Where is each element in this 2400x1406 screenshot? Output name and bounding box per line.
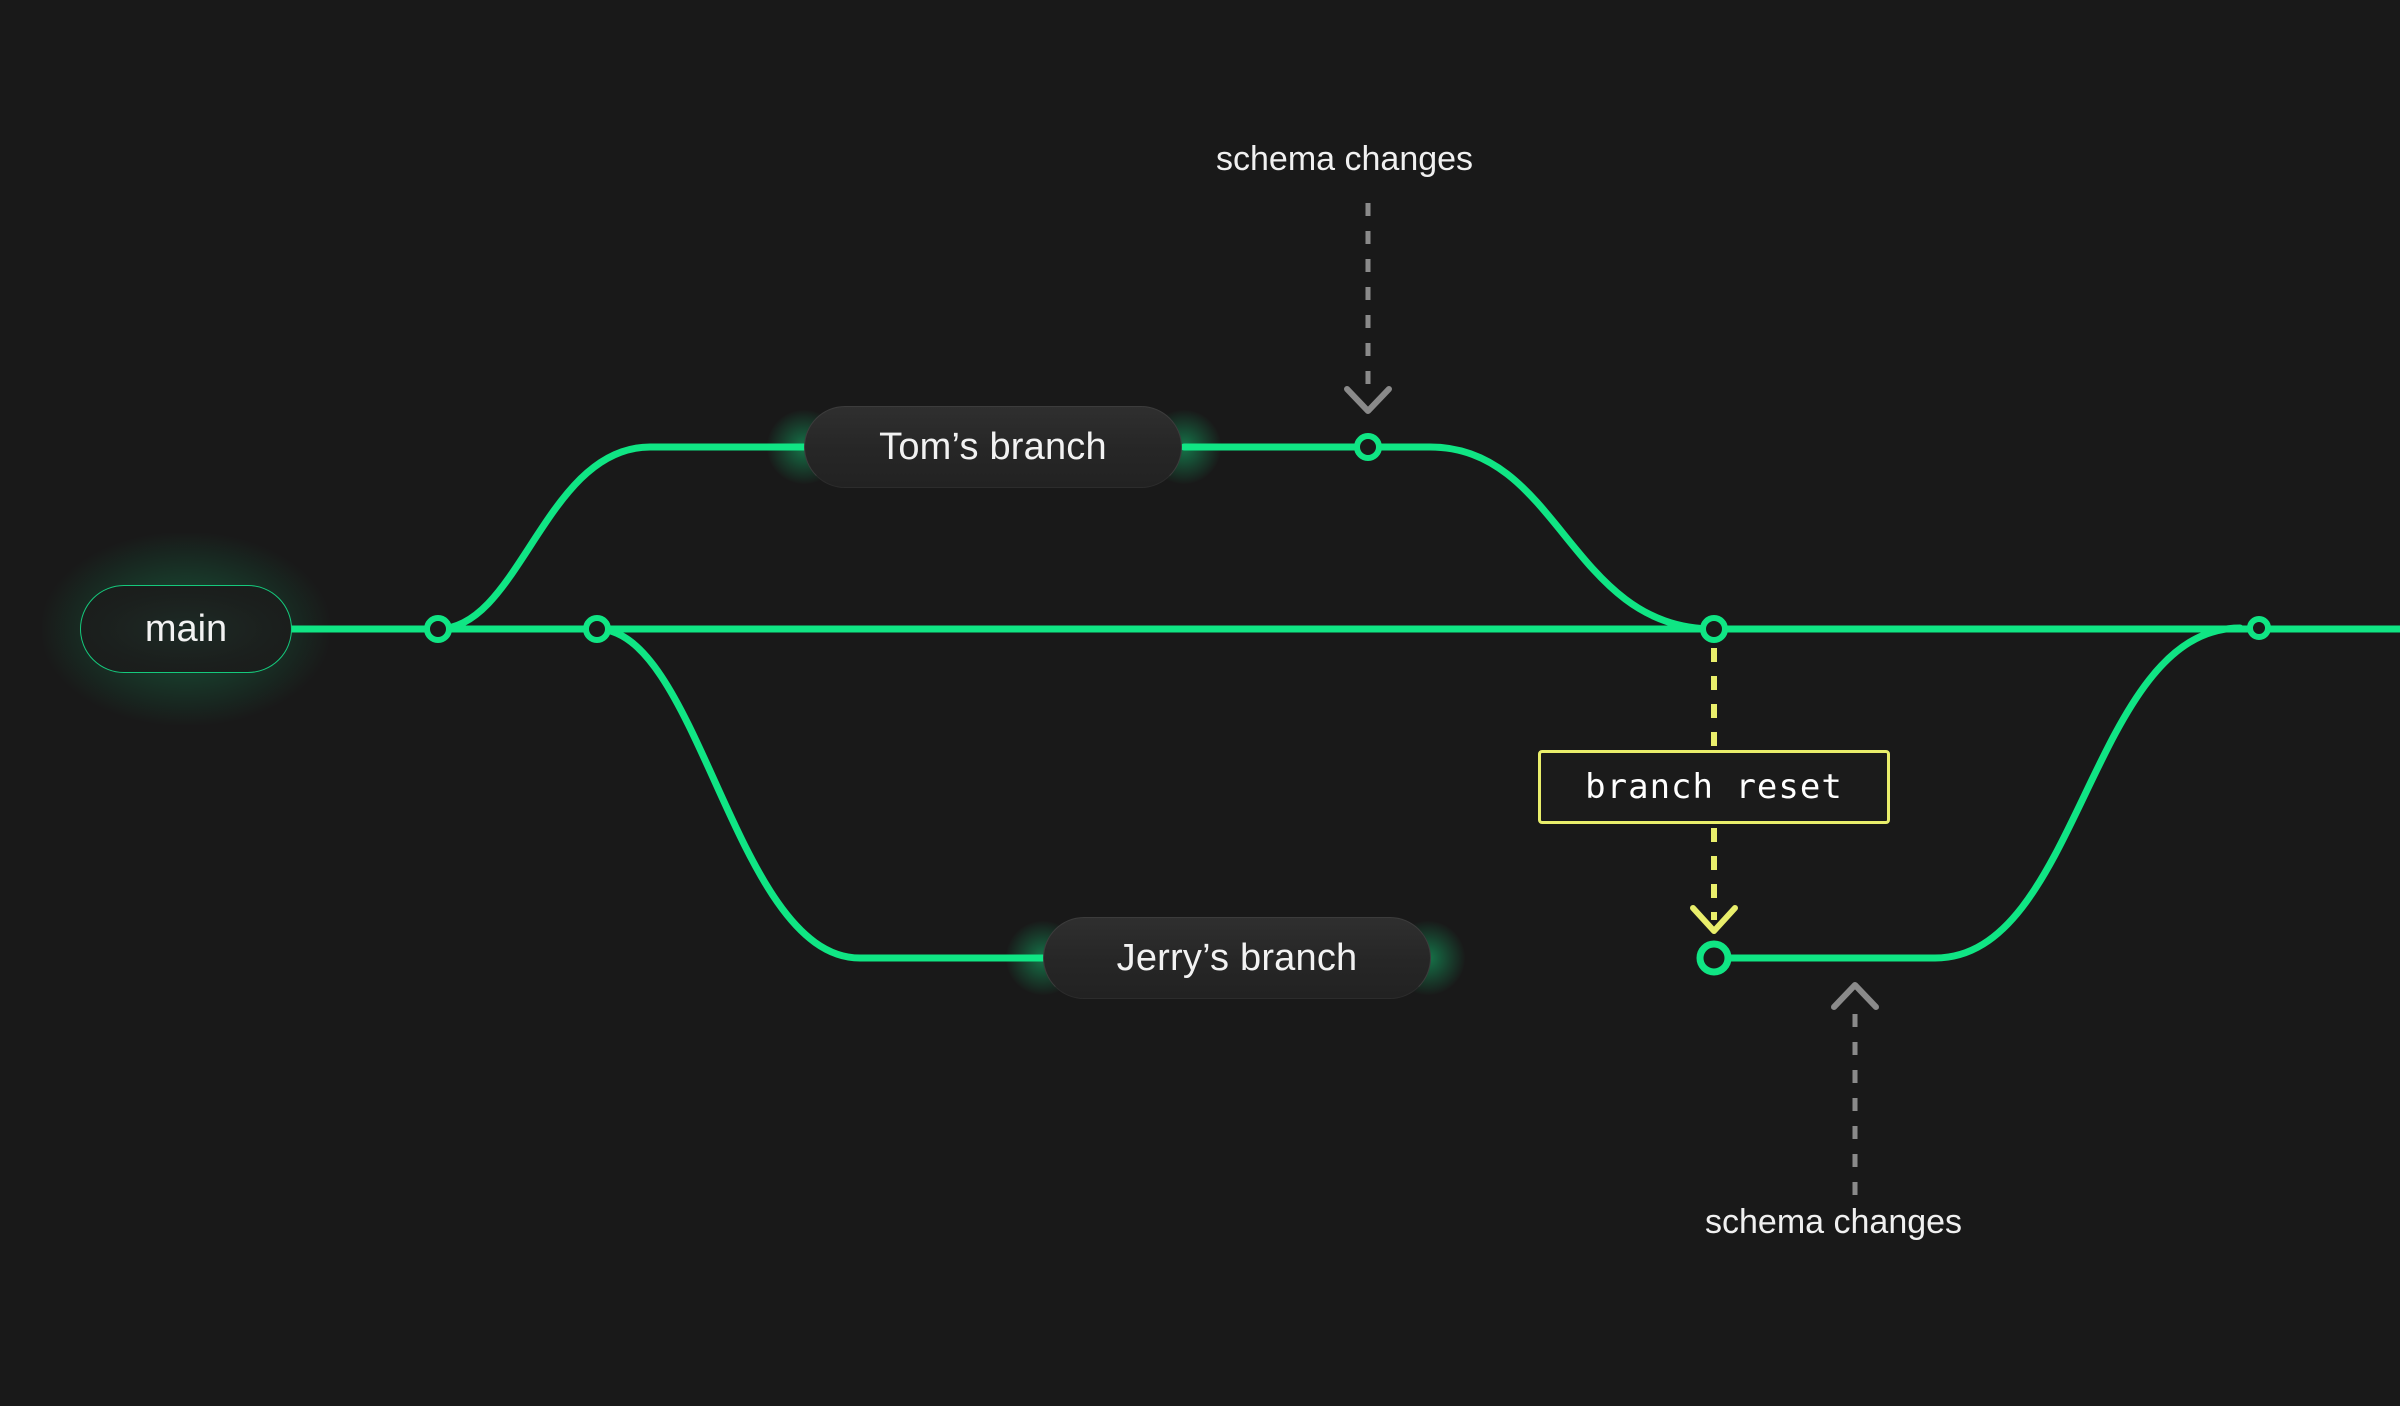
annotation-schema-changes-top: schema changes <box>1216 140 1473 179</box>
commit-dot-jerry-merge[interactable] <box>2247 616 2271 640</box>
annotation-schema-changes-bottom: schema changes <box>1705 1203 1962 1242</box>
tom-branch-merge-line <box>1180 443 1718 633</box>
branch-reset-label: branch reset <box>1585 767 1843 807</box>
commit-dot-fork-jerry[interactable] <box>583 615 611 643</box>
node-tom-branch-label: Tom’s branch <box>879 425 1107 468</box>
jerry-branch-merge-line <box>1710 624 2244 962</box>
annotation-arrow-head-bottom <box>1831 982 1879 1010</box>
node-jerry-branch[interactable]: Jerry’s branch <box>1043 917 1431 999</box>
node-main[interactable]: main <box>80 585 292 673</box>
annotation-arrow-head-top <box>1344 386 1392 414</box>
commit-dot-jerry-reset[interactable] <box>1696 940 1732 976</box>
commit-dot-tom-schema-change[interactable] <box>1354 433 1382 461</box>
commit-dot-tom-merge[interactable] <box>1700 615 1728 643</box>
node-main-label: main <box>144 607 228 650</box>
jerry-branch-fork-line <box>593 625 1054 962</box>
node-jerry-branch-label: Jerry’s branch <box>1116 936 1358 979</box>
annotation-schema-changes-top-label: schema changes <box>1216 140 1474 178</box>
branch-reset-callout[interactable]: branch reset <box>1538 750 1890 824</box>
node-tom-branch[interactable]: Tom’s branch <box>804 406 1182 488</box>
annotation-schema-changes-bottom-label: schema changes <box>1705 1203 1963 1241</box>
branch-reset-arrow-head <box>1690 905 1738 934</box>
tom-branch-fork-line <box>434 443 816 633</box>
commit-dot-fork-tom[interactable] <box>424 615 452 643</box>
